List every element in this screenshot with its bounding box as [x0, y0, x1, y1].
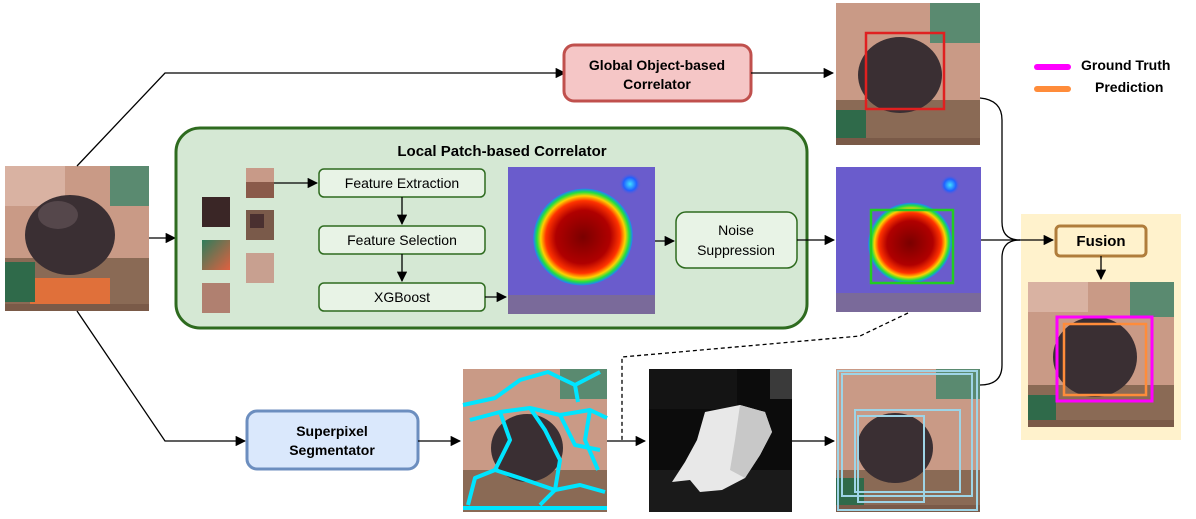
feature-extraction-label: Feature Extraction — [345, 175, 459, 191]
noise-suppression-box: Noise Suppression — [675, 211, 798, 269]
superpixel-line1: Superpixel — [296, 423, 368, 439]
xgboost-box: XGBoost — [318, 282, 486, 312]
patch-6 — [202, 283, 230, 313]
noise-label-line1: Noise — [718, 222, 754, 238]
superpixel-image — [462, 369, 608, 512]
heatmap-image — [508, 167, 655, 314]
image-patches — [202, 168, 274, 313]
fusion-label: Fusion — [1076, 233, 1125, 250]
global-result-image — [836, 3, 980, 145]
legend: Ground Truth Prediction — [1034, 57, 1170, 95]
global-bbox — [864, 31, 946, 111]
global-correlator-line1: Global Object-based — [589, 57, 725, 73]
candidate-boxes-image — [836, 369, 980, 512]
patch-2 — [202, 197, 230, 227]
input-connectors — [76, 67, 567, 447]
legend-prediction-label: Prediction — [1095, 79, 1163, 95]
local-bbox — [869, 208, 955, 285]
feature-selection-label: Feature Selection — [347, 232, 457, 248]
local-correlator-title: Local Patch-based Correlator — [397, 143, 606, 160]
input-image — [5, 166, 149, 311]
output-image — [1028, 282, 1174, 427]
noise-label-line2: Suppression — [697, 242, 775, 258]
superpixel-line2: Segmentator — [289, 442, 375, 458]
ground-truth-bbox — [1055, 315, 1154, 403]
prediction-bbox — [1062, 322, 1148, 397]
local-result-image — [836, 167, 981, 312]
feature-selection-box: Feature Selection — [318, 225, 486, 255]
fusion-connectors — [979, 97, 1055, 386]
superpixel-segmentator-box: Superpixel Segmentator — [245, 409, 420, 471]
global-correlator-line2: Correlator — [623, 76, 691, 92]
global-correlator-box: Global Object-based Correlator — [562, 43, 753, 103]
feature-extraction-box: Feature Extraction — [318, 168, 486, 198]
patch-5 — [246, 253, 274, 283]
legend-ground-truth-label: Ground Truth — [1081, 57, 1170, 73]
patch-4 — [202, 240, 230, 270]
mask-image — [649, 369, 792, 512]
xgboost-label: XGBoost — [374, 289, 430, 305]
